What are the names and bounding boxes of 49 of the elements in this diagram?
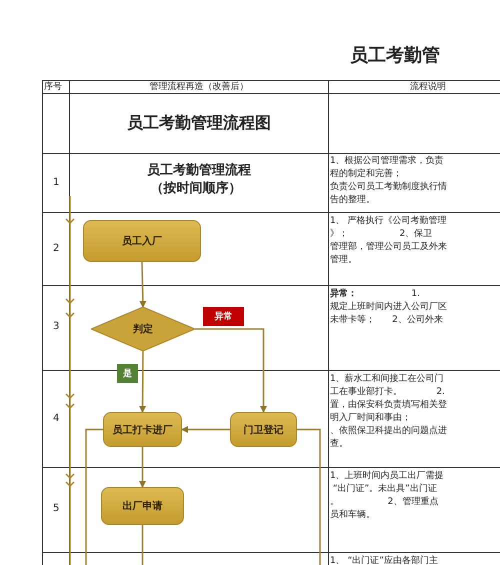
row-number: 5	[53, 503, 60, 515]
cell-text: 1、 严格执行《公司考勤管理	[330, 215, 447, 227]
cell-text: 、依照保卫科提出的问题点进	[330, 425, 447, 437]
row-number: 4	[53, 413, 60, 425]
cell-text: 。 2、管理重点	[330, 496, 438, 508]
cell-text: 告的整理。	[330, 194, 375, 206]
column-header: 管理流程再造（改善后）	[150, 81, 248, 93]
column-header: 流程说明	[410, 81, 446, 93]
process-box: 出厂申请	[101, 487, 184, 525]
decision-diamond: 判定	[91, 307, 195, 351]
title: 员工考勤管	[350, 44, 440, 68]
cell-text: 未带卡等； 2、公司外来	[330, 314, 443, 326]
cell-text: 管理。	[330, 254, 357, 266]
cell-text: “出门证”。未出具”出门证	[332, 483, 437, 495]
cell-text: 规定上班时间内进入公司厂区	[330, 301, 447, 313]
cell-text: 员和车辆。	[330, 509, 375, 521]
cell-text: 》； 2、保卫	[330, 228, 432, 240]
cell-text: 工在事业部打卡。 2.	[330, 386, 445, 398]
cell-text: 查。	[330, 438, 348, 450]
edge-label: 异常	[203, 307, 244, 326]
row-number: 3	[53, 321, 60, 333]
cell-text: 1、根据公司管理需求，负责	[330, 155, 444, 167]
row-number: 2	[53, 243, 60, 255]
cell-text: 1、 “出门证”应由各部门主	[330, 555, 438, 565]
arrow	[139, 262, 146, 308]
process-box: 员工打卡进厂	[103, 412, 182, 447]
cell-text: 明入厂时间和事由；	[330, 412, 411, 424]
arrow	[195, 328, 267, 413]
connector-line	[297, 428, 321, 565]
cell-text: 管理部，管理公司员工及外来	[330, 241, 447, 253]
cell-text: 程的制定和完善；	[330, 168, 402, 180]
cell-heading: 员工考勤管理流程	[147, 163, 251, 179]
cell-text: 1、上班时间内员工出厂需提	[330, 470, 444, 482]
edge-label: 是	[117, 364, 138, 383]
table-heading: 员工考勤管理流程图	[127, 113, 271, 133]
arrow	[139, 351, 146, 413]
column-header: 序号	[44, 81, 62, 93]
process-box: 门卫登记	[230, 412, 297, 447]
cell-text: 异常： 1.	[330, 288, 420, 300]
row-number: 1	[53, 177, 60, 189]
cell-text: 1、薪水工和间接工在公司门	[330, 373, 444, 385]
cell-text: 负责公司员工考勤制度执行情	[330, 181, 447, 193]
cell-text: 置，由保安科负责填写相关登	[330, 399, 447, 411]
connector-line	[142, 525, 144, 565]
arrow	[181, 426, 230, 433]
arrow	[139, 447, 146, 488]
connector-line	[85, 428, 103, 565]
process-box: 员工入厂	[83, 220, 201, 262]
cell-heading: （按时间顺序）	[150, 181, 242, 197]
